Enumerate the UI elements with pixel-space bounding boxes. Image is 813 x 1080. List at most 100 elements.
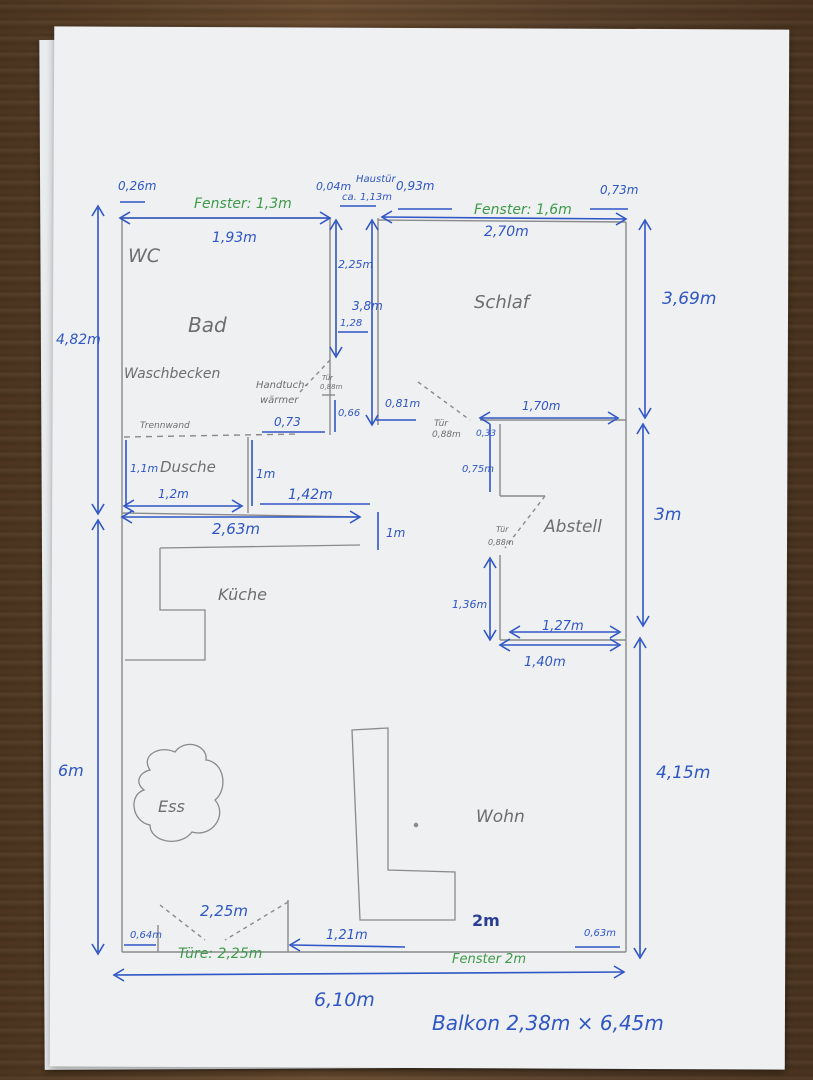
dining-table [133, 743, 224, 842]
label-wohn: Wohn [476, 807, 525, 827]
label-door-storage-width: 0,88m [488, 538, 514, 547]
kitchen-counter-shape [125, 548, 206, 661]
bedroom-door-swing [417, 381, 471, 421]
dim-127: 1,27m [542, 619, 584, 634]
label-handtuch: Handtuch- [256, 380, 308, 391]
arrow [91, 518, 105, 531]
arrow [91, 204, 105, 217]
dim-170: 1,70m [522, 399, 560, 413]
dim-066: 0,66 [338, 408, 360, 419]
dim-482: 4,82m [56, 332, 101, 348]
dim-415: 4,15m [656, 763, 710, 783]
dim-38: 3,8m [352, 299, 383, 313]
arrow [638, 407, 652, 420]
dim-12: 1,2m [158, 487, 189, 501]
dim-075: 0,75m [462, 464, 494, 475]
arrow [112, 968, 125, 982]
dim-610: 6,10m [314, 989, 375, 1011]
dim-line-610 [115, 971, 625, 976]
dim-026: 0,26m [118, 179, 156, 193]
furniture [125, 544, 456, 921]
dim-128: 1,28 [340, 318, 362, 329]
storage-door-swing [504, 495, 546, 549]
dim-6m: 6m [58, 761, 84, 780]
dim-063: 0,63m [584, 928, 616, 939]
label-door-bath: Tür [322, 374, 334, 382]
dim-193: 1,93m [212, 230, 257, 246]
sofa [351, 727, 456, 921]
trennwand-line [123, 433, 301, 438]
arrow [329, 346, 343, 359]
dim-093: 0,93m [396, 179, 434, 193]
arrow [91, 503, 105, 516]
arrow [122, 499, 135, 513]
label-abstell: Abstell [543, 517, 602, 537]
arrow [329, 218, 343, 231]
kitchen-counter-top [159, 544, 361, 549]
dim-2m: 2m [472, 911, 500, 930]
dim-225-hall: 2,25m [338, 258, 373, 271]
arrow [633, 636, 647, 649]
arrow [636, 615, 650, 628]
outer-wall-top-right [377, 219, 627, 223]
room-labels: WC Bad Waschbecken Trennwand Dusche Hand… [124, 245, 602, 827]
label-door-bath-width: 0,88m [320, 383, 343, 391]
dim-081: 0,81m [385, 397, 420, 410]
arrow [349, 510, 362, 524]
label-window-3: Fenster 2m [452, 952, 526, 967]
arrow [609, 638, 622, 652]
dim-073: 0,73 [274, 415, 301, 429]
arrow [498, 638, 511, 652]
arrow [288, 938, 301, 952]
arrow [319, 211, 332, 225]
arrow [633, 947, 647, 960]
arrow [613, 965, 626, 979]
label-waschbecken: Waschbecken [124, 366, 220, 382]
label-door-storage: Tür [496, 525, 509, 534]
pencil-dot [413, 822, 419, 828]
dim-ca113: ca. 1,13m [342, 192, 392, 203]
label-window-1: Fenster: 1,3m [194, 196, 292, 212]
dim-225-terrace: 2,25m [200, 902, 248, 920]
label-kueche: Küche [218, 585, 267, 604]
window-door-labels: Fenster: 1,3m Fenster: 1,6m Türe: 2,25m … [178, 196, 572, 967]
label-trennwand: Trennwand [140, 421, 190, 431]
label-ess: Ess [158, 797, 185, 816]
dim-270: 2,70m [484, 224, 529, 240]
arrow [508, 625, 521, 639]
dim-line-270 [381, 216, 627, 220]
dim-142: 1,42m [288, 487, 333, 503]
dim-140: 1,40m [524, 655, 566, 670]
dim-033: 0,33 [476, 429, 496, 439]
label-window-2: Fenster: 1,6m [474, 202, 572, 218]
dim-369: 3,69m [662, 289, 716, 309]
dim-121: 1,21m [326, 928, 368, 943]
arrow [118, 211, 131, 225]
dim-136: 1,36m [452, 598, 487, 611]
dim-line-121 [291, 944, 406, 948]
arrow [636, 422, 650, 435]
label-haustuer: Haustür [356, 174, 396, 185]
terrace-door-swing-left [159, 904, 206, 941]
dim-11: 1,1m [130, 462, 158, 475]
label-schlaf: Schlaf [474, 292, 532, 313]
label-wc: WC [128, 245, 161, 267]
dim-1m-b: 1m [386, 526, 405, 540]
dim-004: 0,04m [316, 180, 351, 193]
label-door-bedroom: Tür [434, 419, 449, 429]
arrow [231, 499, 244, 513]
arrow [120, 510, 133, 524]
dimension-lines [97, 201, 646, 976]
arrow [483, 629, 497, 642]
arrowheads [91, 204, 652, 982]
dim-3m: 3m [654, 505, 681, 525]
dim-1m-a: 1m [256, 467, 275, 481]
arrow [483, 556, 497, 569]
arrow [607, 411, 620, 425]
arrow [365, 414, 379, 427]
label-waermer: wärmer [260, 395, 299, 406]
dimension-labels: 0,26m 0,04m Haustür 0,93m 0,73m 1,93m ca… [56, 174, 716, 1035]
label-door-bedroom-width: 0,88m [432, 430, 461, 440]
balcony-note: Balkon 2,38m × 6,45m [432, 1011, 664, 1035]
